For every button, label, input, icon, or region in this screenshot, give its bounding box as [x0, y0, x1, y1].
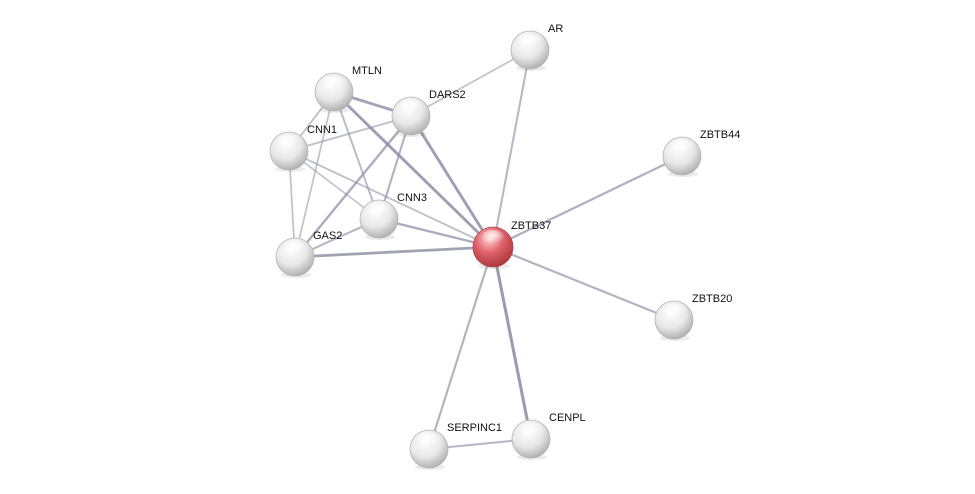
node-dars2[interactable]: DARS2	[391, 89, 466, 137]
node-label-gas2: GAS2	[313, 230, 342, 242]
node-highlight	[283, 240, 307, 257]
node-cenpl[interactable]: CENPL	[511, 412, 586, 460]
node-cnn1[interactable]: CNN1	[269, 124, 337, 172]
edge-mtln-gas2	[294, 91, 335, 258]
node-zbtb20[interactable]: ZBTB20	[654, 293, 732, 341]
edge-zbtb37-serpinc1	[427, 245, 495, 451]
node-serpinc1[interactable]: SERPINC1	[409, 422, 502, 470]
node-label-dars2: DARS2	[429, 89, 466, 101]
edge-zbtb37-zbtb20	[491, 245, 676, 322]
node-highlight	[662, 303, 686, 320]
node-label-zbtb44: ZBTB44	[700, 129, 740, 141]
node-gas2[interactable]: GAS2	[275, 230, 342, 278]
edge-zbtb37-cnn1	[288, 150, 494, 248]
edge-zbtb37-gas2	[293, 245, 495, 259]
edge-ar-dars2	[410, 49, 531, 117]
node-highlight	[367, 202, 391, 219]
node-mtln[interactable]: MTLN	[314, 65, 382, 113]
edge-dars2-cnn1	[288, 115, 412, 152]
node-label-cnn3: CNN3	[397, 192, 427, 204]
edge-dars2-gas2	[293, 114, 413, 259]
node-highlight	[417, 432, 441, 449]
node-highlight	[670, 139, 694, 156]
node-label-serpinc1: SERPINC1	[447, 422, 502, 434]
node-label-cnn1: CNN1	[307, 124, 337, 136]
node-highlight	[399, 99, 423, 116]
node-highlight	[481, 230, 505, 246]
edge-zbtb37-zbtb44	[491, 154, 684, 249]
node-highlight	[519, 422, 543, 439]
edge-zbtb37-dars2	[409, 114, 495, 249]
edge-zbtb37-ar	[491, 48, 532, 249]
node-label-cenpl: CENPL	[549, 412, 586, 424]
node-highlight	[518, 33, 542, 50]
edge-mtln-cnn3	[333, 91, 380, 220]
edge-zbtb37-mtln	[332, 90, 495, 249]
node-label-zbtb37: ZBTB37	[511, 220, 551, 232]
node-zbtb37[interactable]: ZBTB37	[472, 220, 551, 269]
node-highlight	[322, 75, 346, 92]
node-cnn3[interactable]: CNN3	[359, 192, 427, 240]
node-highlight	[277, 134, 301, 151]
node-ar[interactable]: AR	[510, 23, 563, 71]
node-label-mtln: MTLN	[352, 65, 382, 77]
edge-zbtb37-cenpl	[491, 245, 533, 441]
node-label-ar: AR	[548, 23, 563, 35]
node-zbtb44[interactable]: ZBTB44	[662, 129, 740, 177]
node-label-zbtb20: ZBTB20	[692, 293, 732, 305]
